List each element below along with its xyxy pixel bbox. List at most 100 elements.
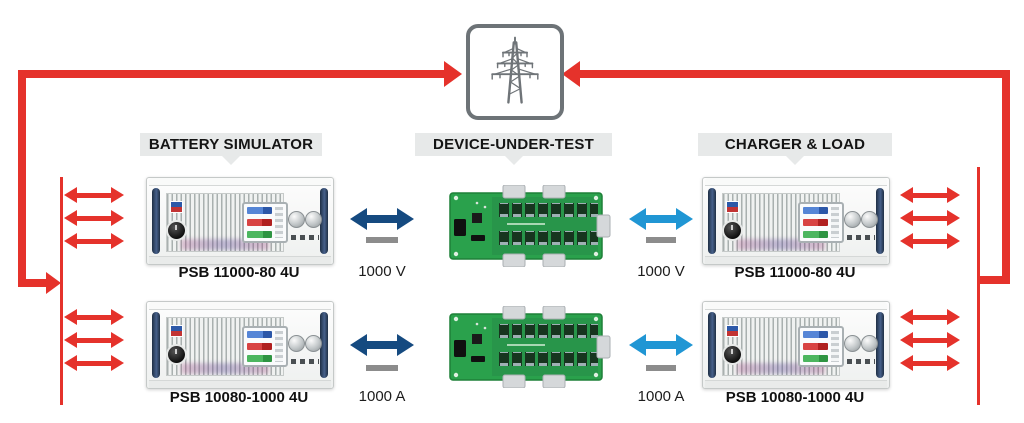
psu-power-switch <box>168 222 185 239</box>
pcb-image <box>449 305 611 389</box>
psu-battery-simulator-bottom <box>146 301 334 389</box>
psu-screen-softkeys <box>831 207 839 238</box>
psu-rotary-knob-1 <box>844 211 861 228</box>
psu-screen-readouts <box>803 331 828 362</box>
link-label-dut-charger-top: 1000 V <box>637 263 685 280</box>
psu-touchscreen <box>798 326 844 367</box>
psu-bottom-rail <box>149 380 331 388</box>
psu-top-rail <box>149 178 331 186</box>
ac-line-right-top <box>580 70 1010 78</box>
psu-screen-softkeys <box>275 331 283 362</box>
psu-handle-left <box>708 312 716 378</box>
psu-power-switch <box>168 346 185 363</box>
psu-screen-softkeys <box>831 331 839 362</box>
psu-rotary-knob-1 <box>288 211 305 228</box>
psu-bottom-rail <box>149 256 331 264</box>
psu-top-rail <box>705 302 887 310</box>
psu-screen-readouts <box>803 207 828 238</box>
psu-brand-logo <box>171 326 182 336</box>
ac-arrows-battery-top <box>64 187 124 249</box>
device-model-label-battery-top: PSB 11000-80 4U <box>178 264 300 281</box>
psu-bottom-rail <box>705 380 887 388</box>
ac-line-left-elbow <box>18 279 46 287</box>
psu-brand-logo <box>171 202 182 212</box>
device-model-label-charger-top: PSB 11000-80 4U <box>734 264 856 281</box>
ac-arrows-charger-top <box>900 187 960 249</box>
psu-front-ports <box>291 235 319 240</box>
psu-rotary-knob-2 <box>861 335 878 352</box>
ac-bus-right <box>977 167 980 405</box>
psu-touchscreen <box>242 202 288 243</box>
psu-rotary-knob-2 <box>861 211 878 228</box>
ac-double-arrow <box>64 332 124 348</box>
psu-handle-right <box>320 188 328 254</box>
psu-brand-logo <box>727 202 738 212</box>
psu-handle-left <box>152 312 160 378</box>
ac-double-arrow <box>900 309 960 325</box>
psu-top-rail <box>705 178 887 186</box>
link-label-battery-dut-top: 1000 V <box>358 263 406 280</box>
dc-arrow-battery-dut-top <box>350 208 414 230</box>
column-header-battery-simulator: BATTERY SIMULATOR <box>140 133 322 165</box>
psu-power-switch <box>724 346 741 363</box>
ac-bus-left <box>60 177 63 405</box>
psu-handle-left <box>152 188 160 254</box>
ac-double-arrow <box>64 210 124 226</box>
device-model-label-battery-bottom: PSB 10080-1000 4U <box>169 389 309 406</box>
link-label-dut-charger-bottom: 1000 A <box>637 388 685 405</box>
psu-handle-right <box>876 188 884 254</box>
psu-rotary-knob-1 <box>288 335 305 352</box>
ac-double-arrow <box>900 332 960 348</box>
ac-arrows-battery-bottom <box>64 309 124 371</box>
ac-double-arrow <box>64 233 124 249</box>
psu-power-switch <box>724 222 741 239</box>
ac-arrowhead-into-grid-left <box>444 61 462 87</box>
ac-double-arrow <box>900 355 960 371</box>
dc-bus-bar-dut-charger-top <box>646 237 676 243</box>
link-label-battery-dut-bottom: 1000 A <box>358 388 406 405</box>
device-model-label-charger-bottom: PSB 10080-1000 4U <box>725 389 865 406</box>
column-header-label: BATTERY SIMULATOR <box>148 136 314 153</box>
ac-line-left-top <box>18 70 444 78</box>
psu-handle-right <box>320 312 328 378</box>
psu-front-ports <box>291 359 319 364</box>
psu-handle-left <box>708 188 716 254</box>
ac-double-arrow <box>900 233 960 249</box>
psu-top-rail <box>149 302 331 310</box>
column-header-label: DEVICE-UNDER-TEST <box>433 136 594 153</box>
ac-double-arrow <box>900 210 960 226</box>
psu-rotary-knob-1 <box>844 335 861 352</box>
column-header-device-under-test: DEVICE-UNDER-TEST <box>415 133 612 165</box>
psu-charger-load-bottom <box>702 301 890 389</box>
ac-double-arrow <box>64 187 124 203</box>
psu-touchscreen <box>242 326 288 367</box>
dut-board-bottom <box>447 305 611 389</box>
dc-bus-bar-battery-dut-top <box>366 237 398 243</box>
pcb-image <box>449 184 611 268</box>
column-header-charger-load: CHARGER & LOAD <box>698 133 892 165</box>
psu-rotary-knob-2 <box>305 211 322 228</box>
dut-board-top <box>447 184 611 268</box>
psu-touchscreen <box>798 202 844 243</box>
psu-screen-readouts <box>247 331 272 362</box>
power-grid-node <box>466 24 564 120</box>
column-header-label: CHARGER & LOAD <box>724 136 866 153</box>
psu-brand-logo <box>727 326 738 336</box>
ac-arrowhead-into-bus-left <box>46 272 61 294</box>
ac-double-arrow <box>900 187 960 203</box>
psu-screen-readouts <box>247 207 272 238</box>
psu-screen-softkeys <box>275 207 283 238</box>
ac-line-left-vertical <box>18 70 26 287</box>
ac-arrows-charger-bottom <box>900 309 960 371</box>
psu-rotary-knob-2 <box>305 335 322 352</box>
transmission-tower-icon <box>479 34 551 111</box>
dc-arrow-dut-charger-top <box>629 208 693 230</box>
ac-arrowhead-into-grid-right <box>562 61 580 87</box>
psu-bottom-rail <box>705 256 887 264</box>
dc-bus-bar-battery-dut-bottom <box>366 365 398 371</box>
ac-double-arrow <box>64 355 124 371</box>
dc-arrow-battery-dut-bottom <box>350 334 414 356</box>
psu-front-ports <box>847 235 875 240</box>
dc-bus-bar-dut-charger-bottom <box>646 365 676 371</box>
